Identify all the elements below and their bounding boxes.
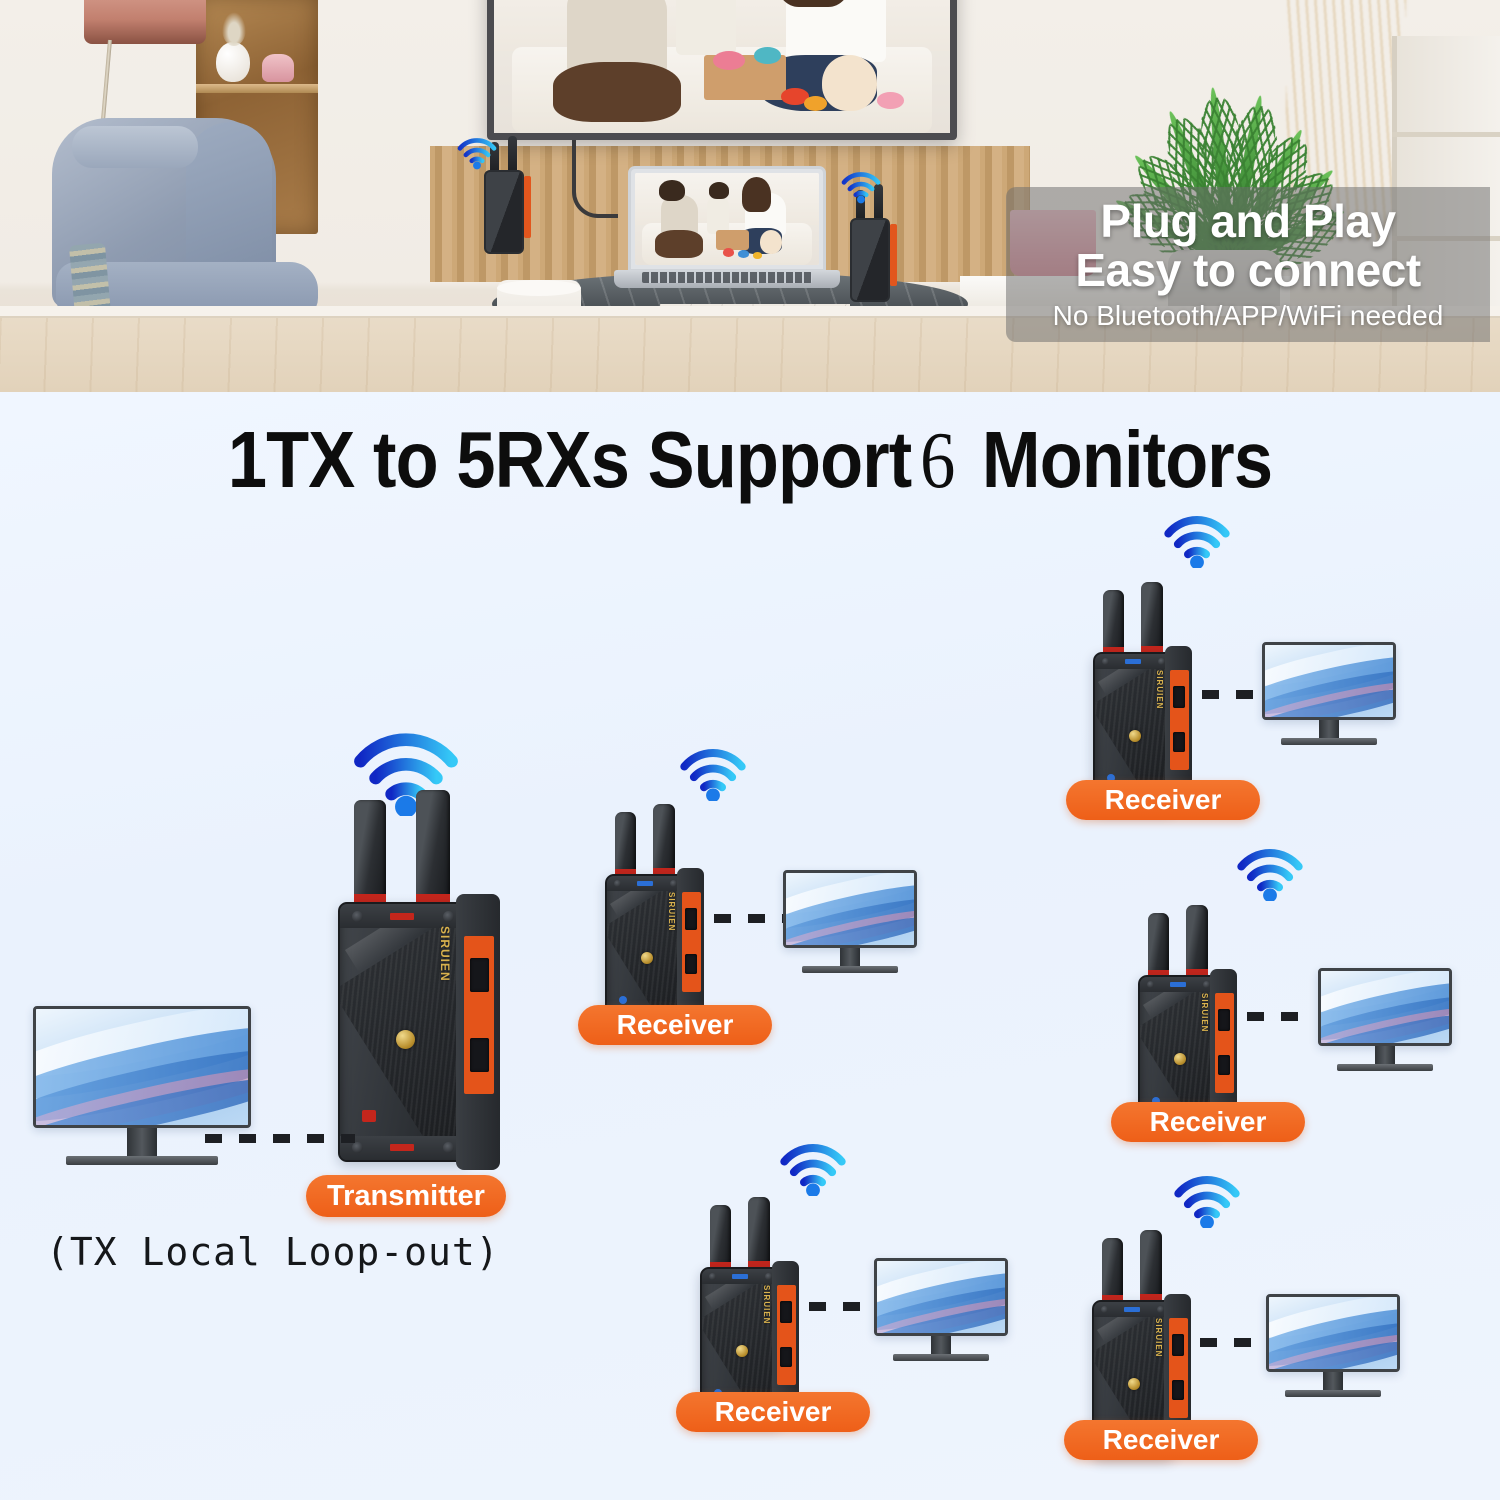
loop-out-note: (TX Local Loop-out) <box>46 1230 500 1274</box>
hero-receiver-device <box>850 184 898 310</box>
receiver-label: Receiver <box>714 1396 832 1427</box>
headline-part1: 1TX to 5RXs Support <box>227 415 912 504</box>
connector-rx3-monitor <box>1247 1012 1315 1021</box>
wireless-device-receiver-3: SIRUIEN <box>1138 905 1238 1135</box>
scene-mother <box>785 0 887 63</box>
monitor-icon-rx5 <box>1266 1294 1400 1402</box>
wifi-icon <box>679 747 747 801</box>
connector-rx2-monitor <box>1202 690 1262 699</box>
hero-transmitter-device <box>484 136 532 262</box>
wall-tv <box>487 0 957 140</box>
pink-lamp-decor <box>262 54 294 82</box>
receiver-3-badge[interactable]: Receiver <box>1111 1102 1305 1142</box>
wireless-device-receiver-1: SIRUIEN <box>605 804 705 1034</box>
scene-mother-hair <box>776 0 850 7</box>
scene-child <box>676 0 736 55</box>
transmitter-badge[interactable]: Transmitter <box>306 1175 506 1217</box>
scene-father <box>566 0 668 74</box>
niche-shelf <box>196 84 318 93</box>
scene-toy <box>738 250 750 258</box>
scene-toy <box>752 252 762 259</box>
receiver-label: Receiver <box>1149 1106 1267 1137</box>
scene-mother-hair <box>741 176 772 212</box>
brand-logo: SIRUIEN <box>1155 670 1164 710</box>
wifi-icon <box>840 170 882 204</box>
overlay-line-3: No Bluetooth/APP/WiFi needed <box>1052 300 1444 331</box>
receiver-5-badge[interactable]: Receiver <box>1064 1420 1258 1460</box>
scene-toy-table <box>715 230 750 251</box>
scene-father-pants <box>553 62 681 122</box>
scene-child-hair <box>708 182 729 199</box>
scene-father-hair <box>658 180 685 201</box>
brand-logo: SIRUIEN <box>762 1285 771 1325</box>
wifi-icon <box>779 1142 847 1196</box>
transmitter-label: Transmitter <box>327 1179 485 1212</box>
receiver-2-badge[interactable]: Receiver <box>1066 780 1260 820</box>
scene-toy <box>723 248 735 257</box>
hero-photo: Plug and Play Easy to connect No Bluetoo… <box>0 0 1500 392</box>
scene-child <box>706 195 729 234</box>
armchair-headrest <box>72 126 198 168</box>
laptop <box>614 166 840 288</box>
scene-father <box>660 195 698 236</box>
wifi-icon <box>1173 1174 1241 1228</box>
scene-toy <box>781 88 809 106</box>
laptop-screen <box>628 166 826 272</box>
laptop-family-scene <box>635 173 819 265</box>
monitor-count: 6 <box>920 417 955 505</box>
brand-logo: SIRUIEN <box>438 926 452 982</box>
tv-family-scene <box>494 0 950 133</box>
connector-rx5-monitor <box>1200 1338 1266 1347</box>
connector-rx1-monitor <box>714 914 784 923</box>
wireless-device-transmitter: SIRUIEN <box>338 790 500 1170</box>
scene-toy <box>877 92 905 109</box>
scene-toy <box>753 47 782 65</box>
connector-tx-monitor <box>205 1134 355 1143</box>
wifi-icon <box>456 136 498 170</box>
cabinet-shelf <box>1392 132 1500 137</box>
floor-lamp-shade <box>84 0 206 44</box>
receiver-4-badge[interactable]: Receiver <box>676 1392 870 1432</box>
overlay-line-1: Plug and Play <box>1100 195 1396 247</box>
connector-rx4-monitor <box>809 1302 875 1311</box>
headline-part2: Monitors <box>981 415 1273 504</box>
overlay-line-2: Easy to connect <box>1075 244 1421 296</box>
receiver-1-badge[interactable]: Receiver <box>578 1005 772 1045</box>
brand-logo: SIRUIEN <box>667 892 676 932</box>
tv-cable <box>572 140 618 218</box>
brand-logo: SIRUIEN <box>1200 993 1209 1033</box>
wifi-icon <box>1163 514 1231 568</box>
monitor-icon-rx3 <box>1318 968 1452 1076</box>
scene-father-pants <box>655 230 704 258</box>
wireless-device-receiver-2: SIRUIEN <box>1093 582 1193 812</box>
scene-toy <box>712 51 745 70</box>
hero-text-overlay: Plug and Play Easy to connect No Bluetoo… <box>1006 187 1490 342</box>
receiver-label: Receiver <box>616 1009 734 1040</box>
white-vase <box>216 12 250 82</box>
monitor-icon-rx4 <box>874 1258 1008 1366</box>
wifi-icon <box>1236 847 1304 901</box>
scene-toy <box>804 95 827 111</box>
monitor-icon-rx1 <box>783 870 917 978</box>
scene-teddy-bear <box>760 230 783 254</box>
monitor-icon-rx2 <box>1262 642 1396 750</box>
laptop-keyboard <box>642 272 812 283</box>
receiver-label: Receiver <box>1102 1424 1220 1455</box>
monitor-icon-tx <box>33 1006 251 1174</box>
receiver-label: Receiver <box>1104 784 1222 815</box>
brand-logo: SIRUIEN <box>1154 1318 1163 1358</box>
scene-teddy-bear <box>822 54 878 111</box>
